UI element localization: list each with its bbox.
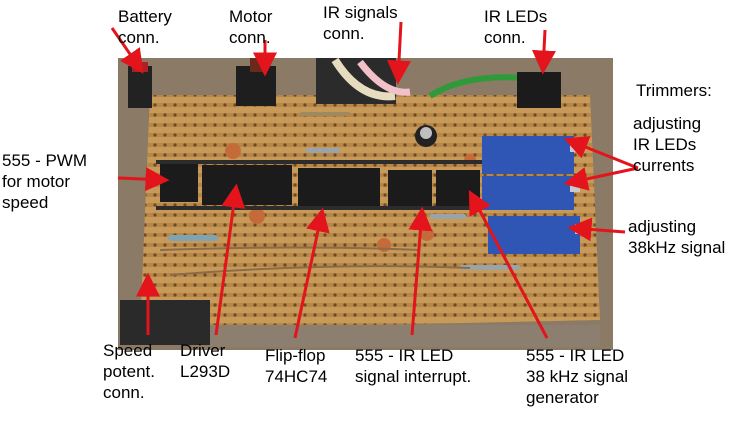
arrow-gen38 [468,190,549,339]
label-adjusting-ir-leds: adjusting IR LEDs currents [633,114,702,175]
arrow-pwm [117,167,170,192]
label-driver-l293d: Driver L293D [180,341,231,381]
label-motor-conn: Motor conn. [229,7,273,47]
arrow-trimmer-top [563,136,639,170]
arrow-interrupt [408,206,433,336]
blue-trimmers [482,136,585,254]
label-flipflop-74hc74: Flip-flop 74HC74 [265,346,328,386]
label-battery-conn: Battery conn. [118,7,172,47]
arrow-ir-signals [387,21,411,85]
arrow-driver [214,183,246,336]
label-555-38khz-generator: 555 - IR LED 38 kHz signal generator [526,346,629,407]
ic-chips [156,160,486,210]
label-adjusting-38khz: adjusting 38kHz signal [628,217,726,257]
arrow-ir-leds [531,29,556,75]
arrow-trimmer-mid [563,166,639,191]
label-trimmers: Trimmers: [636,81,712,100]
pointer-arrows [110,21,639,339]
arrow-battery [110,27,144,74]
arrow-trimmer-low [567,217,626,242]
label-ir-leds-conn: IR LEDs conn. [484,7,548,47]
label-555-interrupt: 555 - IR LED signal interrupt. [355,346,472,386]
label-ir-signals-conn: IR signals conn. [323,3,398,43]
label-555-pwm: 555 - PWM for motor speed [2,151,88,212]
label-speed-potent: Speed potent. conn. [103,341,155,402]
arrow-flipflop [293,207,330,339]
